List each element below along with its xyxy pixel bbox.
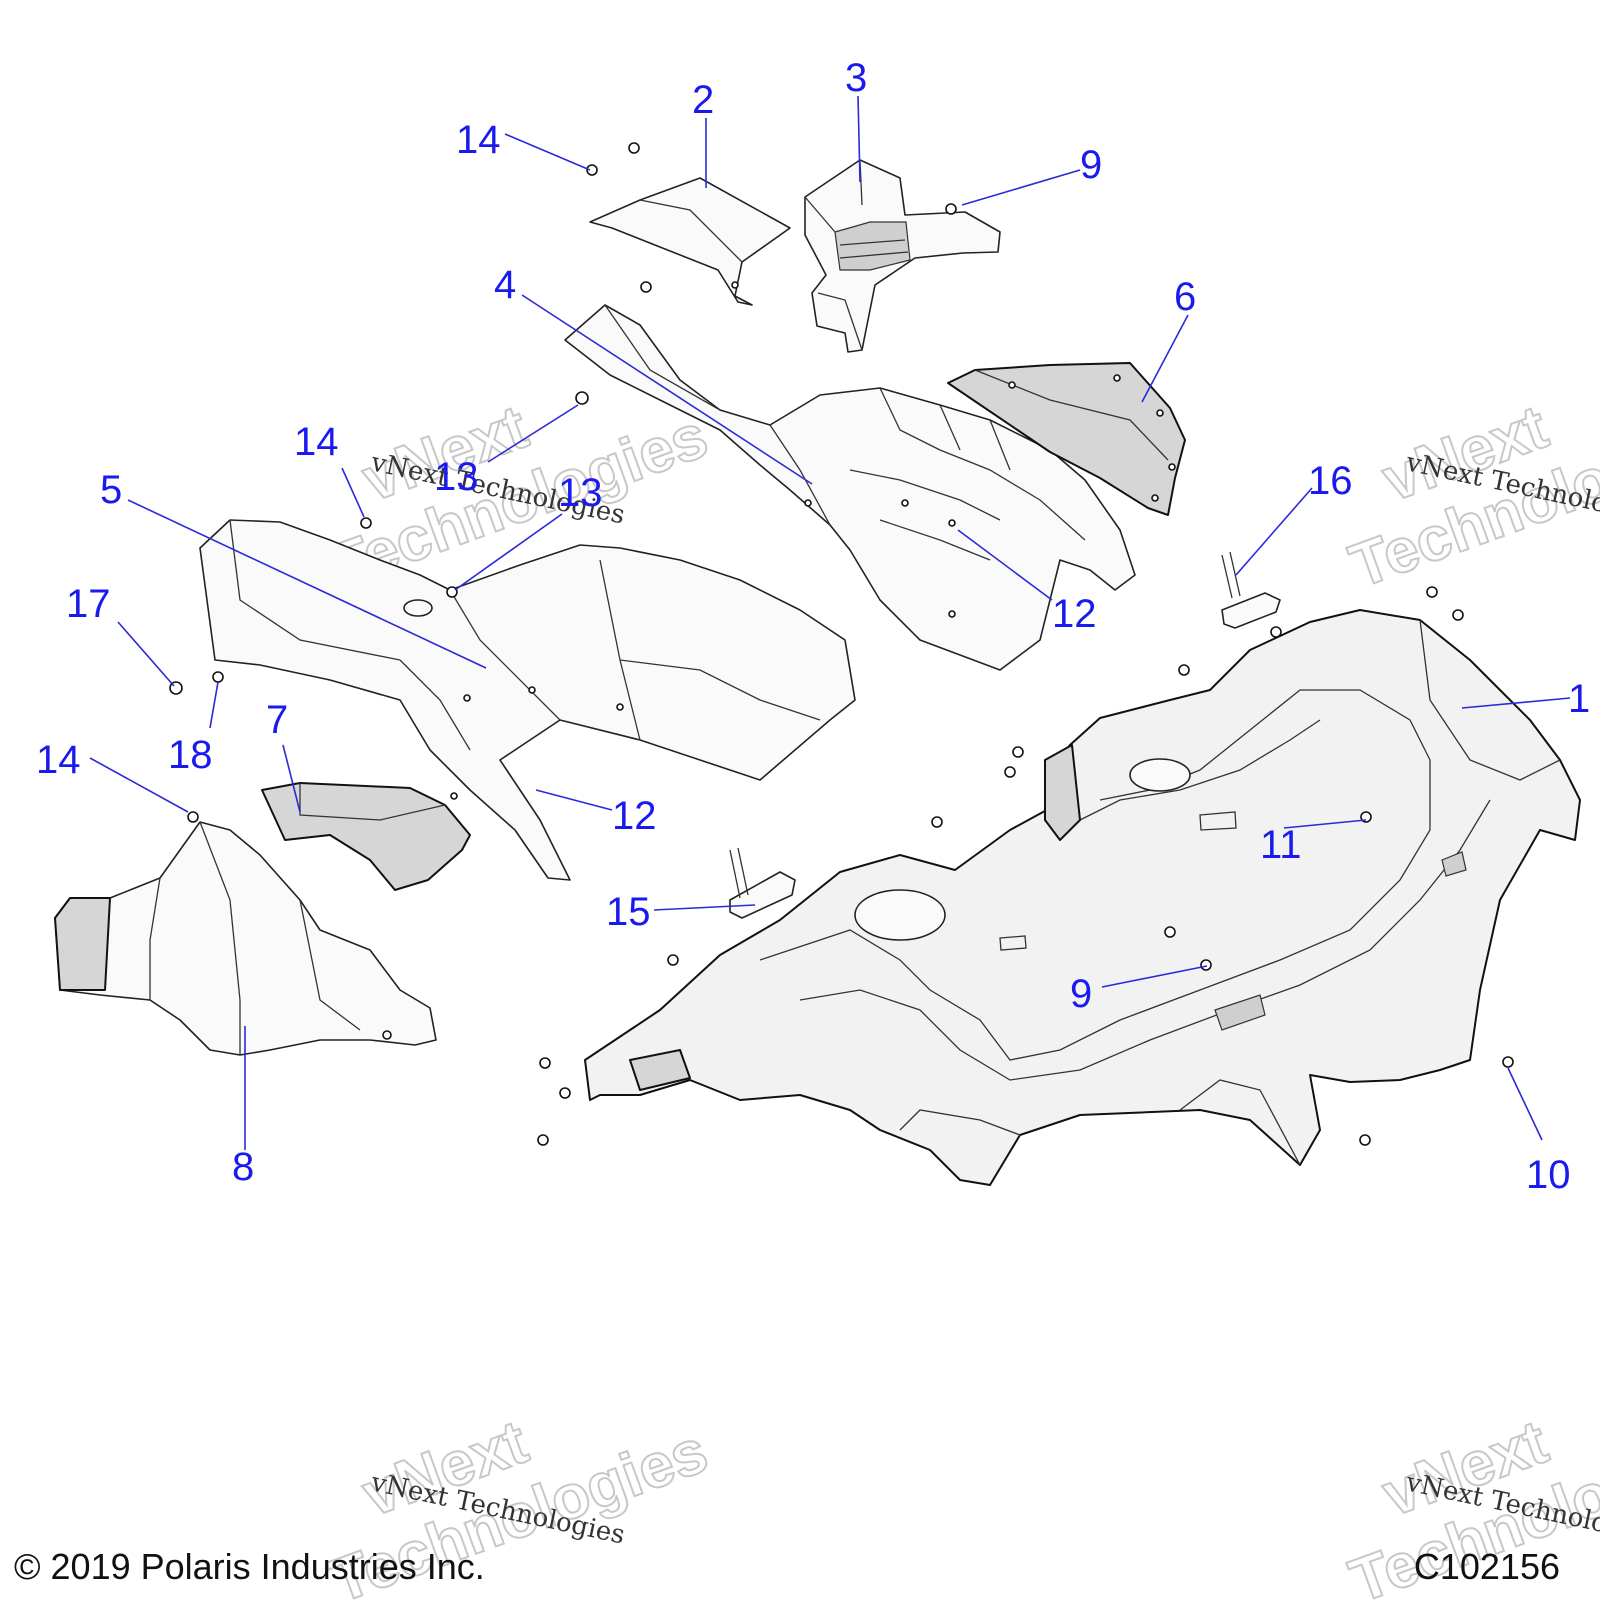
callout-14: 14: [294, 420, 339, 464]
leader-lines: [89, 95, 1571, 1150]
part-3-storage-bin: [804, 159, 1001, 353]
callout-8: 8: [232, 1145, 254, 1189]
callout-12: 12: [612, 794, 657, 838]
callout-3: 3: [845, 56, 867, 100]
callout-10: 10: [1526, 1153, 1571, 1197]
callout-9: 9: [1080, 143, 1102, 187]
part-1-front-cab: [584, 609, 1581, 1186]
part-4-upper-panel: [564, 304, 1136, 671]
callout-7: 7: [266, 698, 288, 742]
part-16-bracket: [1221, 551, 1281, 629]
callout-5: 5: [100, 468, 122, 512]
fastener-group: [169, 142, 1514, 1146]
part-6-side-panel: [947, 362, 1186, 516]
diagram-code: C102156: [1413, 1546, 1560, 1587]
part-8-left-panel: [54, 811, 437, 1056]
part-2-panel: [589, 177, 791, 306]
callout-4: 4: [494, 263, 516, 307]
callout-1: 1: [1568, 677, 1590, 721]
callout-15: 15: [606, 890, 651, 934]
callout-6: 6: [1174, 275, 1196, 319]
callout-13: 13: [434, 455, 479, 499]
callout-18: 18: [168, 733, 213, 777]
callout-14: 14: [36, 738, 81, 782]
callout-11: 11: [1260, 823, 1302, 867]
part-7-panel: [261, 782, 471, 891]
callout-2: 2: [692, 78, 714, 122]
callout-17: 17: [66, 582, 111, 626]
copyright-text: © 2019 Polaris Industries Inc.: [14, 1546, 485, 1587]
callout-13: 13: [558, 471, 603, 515]
callout-labels: 2 3 9 14 4 6 5 14 13 13 12 16 1 17 18 7 …: [36, 56, 1590, 1197]
part-15-bracket: [729, 847, 796, 919]
callout-14: 14: [456, 118, 501, 162]
callout-12: 12: [1052, 592, 1097, 636]
callout-16: 16: [1308, 459, 1353, 503]
callout-9: 9: [1070, 972, 1092, 1016]
